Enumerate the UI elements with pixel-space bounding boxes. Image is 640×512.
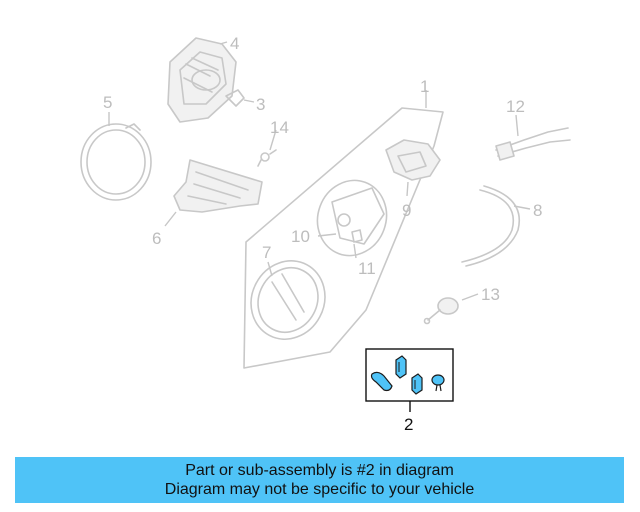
callout-labels: 1 4 3 5 14 6 7 9 10 11 12 8 13 [103,34,542,304]
callout-12: 12 [506,97,525,116]
part-13-adjuster [423,297,459,325]
banner-line-2: Diagram may not be specific to your vehi… [164,481,475,498]
callout-9: 9 [402,201,411,220]
callout-11: 11 [358,259,376,278]
part-4-bulb-socket [167,37,237,123]
part-6-bracket [173,159,263,213]
part-10-reflector [316,179,388,257]
callout-2: 2 [404,415,413,434]
info-banner: Part or sub-assembly is #2 in diagram Di… [15,457,624,503]
banner-line-1: Part or sub-assembly is #2 in diagram [185,462,454,479]
callout-7: 7 [262,243,271,262]
callout-1: 1 [420,77,429,96]
callout-10: 10 [291,227,310,246]
callout-4: 4 [230,34,239,53]
callout-14: 14 [270,118,289,137]
part-12-connector [495,127,571,161]
callout-8: 8 [533,201,542,220]
callout-leaders [108,41,531,301]
part-14-screw [257,149,277,167]
part-3-retainer [225,89,245,107]
callout-5: 5 [103,93,112,112]
part-1-headlamp-housing [243,107,444,369]
part-5-trim-ring [80,123,152,201]
part-9-socket [385,139,441,181]
part-11-bulb [351,229,363,243]
callout-3: 3 [256,95,265,114]
push-pin-icon [431,374,445,386]
clip-icon [411,373,423,395]
callout-6: 6 [152,229,161,248]
part-7-lens [250,260,326,340]
callout-13: 13 [481,285,500,304]
part-2-clip-kit [365,348,454,402]
clip-icon [395,355,407,379]
part-8-seal [461,185,520,267]
fastener-icon [370,371,393,392]
